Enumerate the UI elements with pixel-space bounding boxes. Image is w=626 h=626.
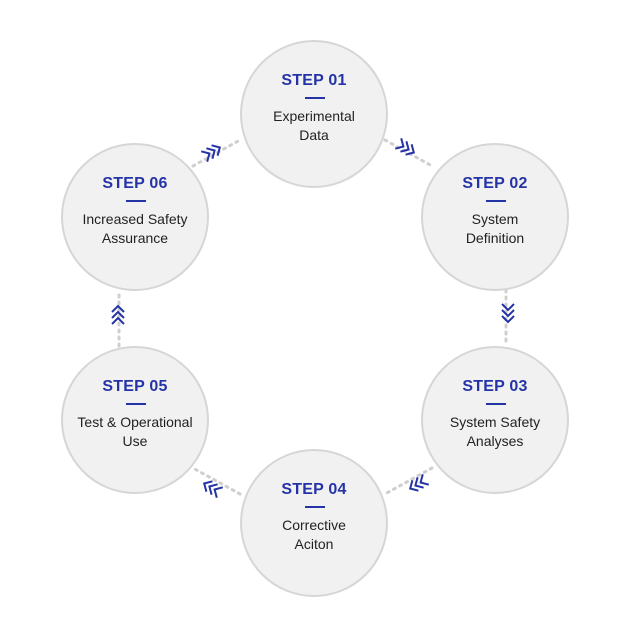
connector-line-3-4	[383, 466, 434, 496]
step-divider	[126, 403, 146, 405]
step-description-line: Definition	[465, 230, 525, 246]
step-divider	[486, 403, 506, 405]
connector-line-6-1	[191, 138, 242, 168]
triple-chevron-arrow-icon	[408, 474, 430, 492]
step-node-02: STEP 02 System Definition	[421, 143, 569, 291]
step-label: STEP 04	[281, 481, 347, 498]
step-description: System Safety Analyses	[429, 413, 561, 451]
triple-chevron-arrow-icon	[111, 304, 125, 325]
step-node-06: STEP 06 Increased Safety Assurance	[61, 143, 209, 291]
triple-chevron-arrow-icon	[202, 480, 224, 498]
step-description-line: System	[471, 211, 519, 227]
triple-chevron-arrow-icon	[501, 303, 515, 324]
step-description: Corrective Aciton	[248, 516, 380, 554]
step-description: Test & Operational Use	[69, 413, 201, 451]
step-description-line: Experimental	[273, 108, 355, 124]
step-node-04: STEP 04 Corrective Aciton	[240, 449, 388, 597]
step-node-05: STEP 05 Test & Operational Use	[61, 346, 209, 494]
step-label: STEP 03	[462, 378, 528, 395]
step-label: STEP 01	[281, 72, 347, 89]
step-description-line: Assurance	[101, 230, 169, 246]
step-description-line: Test & Operational	[77, 414, 193, 430]
step-divider	[305, 97, 325, 99]
step-label: STEP 02	[462, 175, 528, 192]
step-divider	[126, 200, 146, 202]
step-divider	[486, 200, 506, 202]
step-description: Increased Safety Assurance	[69, 210, 201, 248]
step-description-line: Corrective	[282, 517, 346, 533]
step-node-03: STEP 03 System Safety Analyses	[421, 346, 569, 494]
step-description: Experimental Data	[248, 107, 380, 145]
step-description-line: Aciton	[294, 536, 334, 552]
step-description-line: System Safety	[449, 414, 541, 430]
step-divider	[305, 506, 325, 508]
step-description-line: Use	[122, 433, 148, 449]
step-description-line: Data	[299, 127, 329, 143]
triple-chevron-arrow-icon	[200, 144, 222, 162]
connector-line-4-5	[191, 466, 242, 496]
step-label: STEP 06	[102, 175, 168, 192]
triple-chevron-arrow-icon	[394, 138, 416, 156]
step-description-line: Increased Safety	[82, 211, 188, 227]
step-label: STEP 05	[102, 378, 168, 395]
step-description-line: Analyses	[466, 433, 524, 449]
step-node-01: STEP 01 Experimental Data	[240, 40, 388, 188]
step-description: System Definition	[429, 210, 561, 248]
